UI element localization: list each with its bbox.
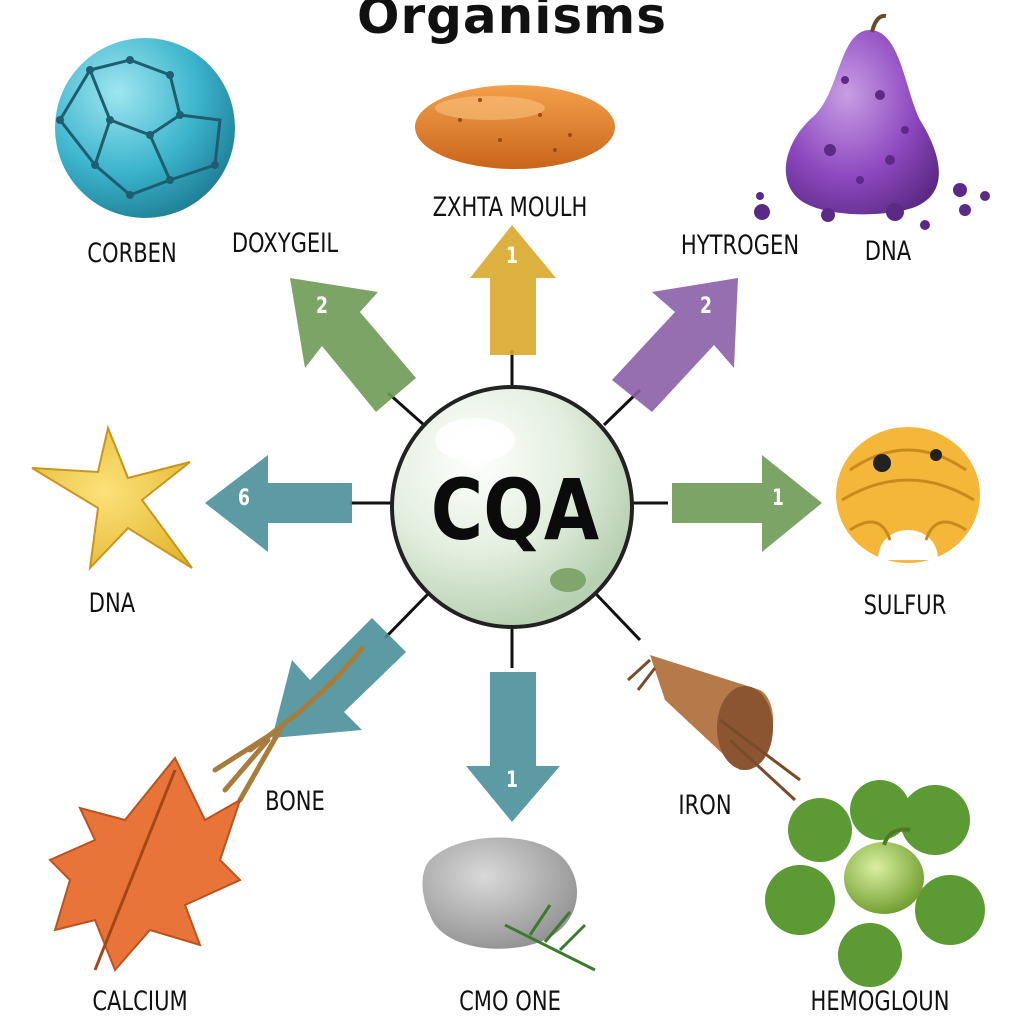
wooden-cone-icon	[626, 655, 801, 802]
arrow-right	[672, 455, 822, 552]
potato-icon	[415, 85, 615, 169]
center-connectors	[350, 350, 668, 668]
label-cmo-one: CMO ONE	[459, 986, 561, 1017]
twig-icon	[212, 645, 365, 803]
green-fruit-icon	[765, 780, 985, 987]
arrow-number-bottom: 1	[506, 768, 518, 793]
label-bone: BONE	[265, 786, 325, 817]
blue-sphere-icon	[55, 38, 235, 218]
label-zxhta-moulh: ZXHTA MOULH	[432, 192, 588, 223]
arrow-number-left: 6	[238, 486, 250, 511]
arrow-left	[205, 455, 352, 552]
label-hemogloun: HEMOGLOUN	[810, 986, 950, 1017]
label-corben: CORBEN	[87, 238, 177, 269]
arrow-top-left	[290, 278, 416, 412]
label-doxygeil: DOXYGEIL	[231, 228, 339, 259]
center-sphere	[390, 385, 634, 629]
arrow-top-right	[612, 278, 738, 412]
label-iron: IRON	[678, 790, 732, 821]
arrow-number-top-left: 2	[316, 294, 328, 319]
arrow-number-right: 1	[772, 486, 784, 511]
label-dna-top: DNA	[864, 236, 912, 267]
label-calcium: CALCIUM	[92, 986, 188, 1017]
starfish-icon	[31, 424, 193, 571]
arrow-top	[470, 225, 556, 355]
purple-pear-icon	[754, 13, 990, 230]
center-label: CQA	[430, 461, 600, 559]
rock-icon	[422, 837, 596, 972]
arrow-number-top-right: 2	[700, 294, 712, 319]
label-sulfur: SULFUR	[863, 590, 947, 621]
label-hytrogen: HYTROGEN	[680, 230, 800, 261]
label-dna-left: DNA	[88, 588, 136, 619]
leaf-icon	[48, 756, 242, 972]
arrow-bottom	[466, 672, 560, 822]
yellow-creature-icon	[836, 427, 980, 563]
diagram-title: Organisms	[356, 0, 668, 45]
arrow-number-top: 1	[506, 244, 518, 269]
